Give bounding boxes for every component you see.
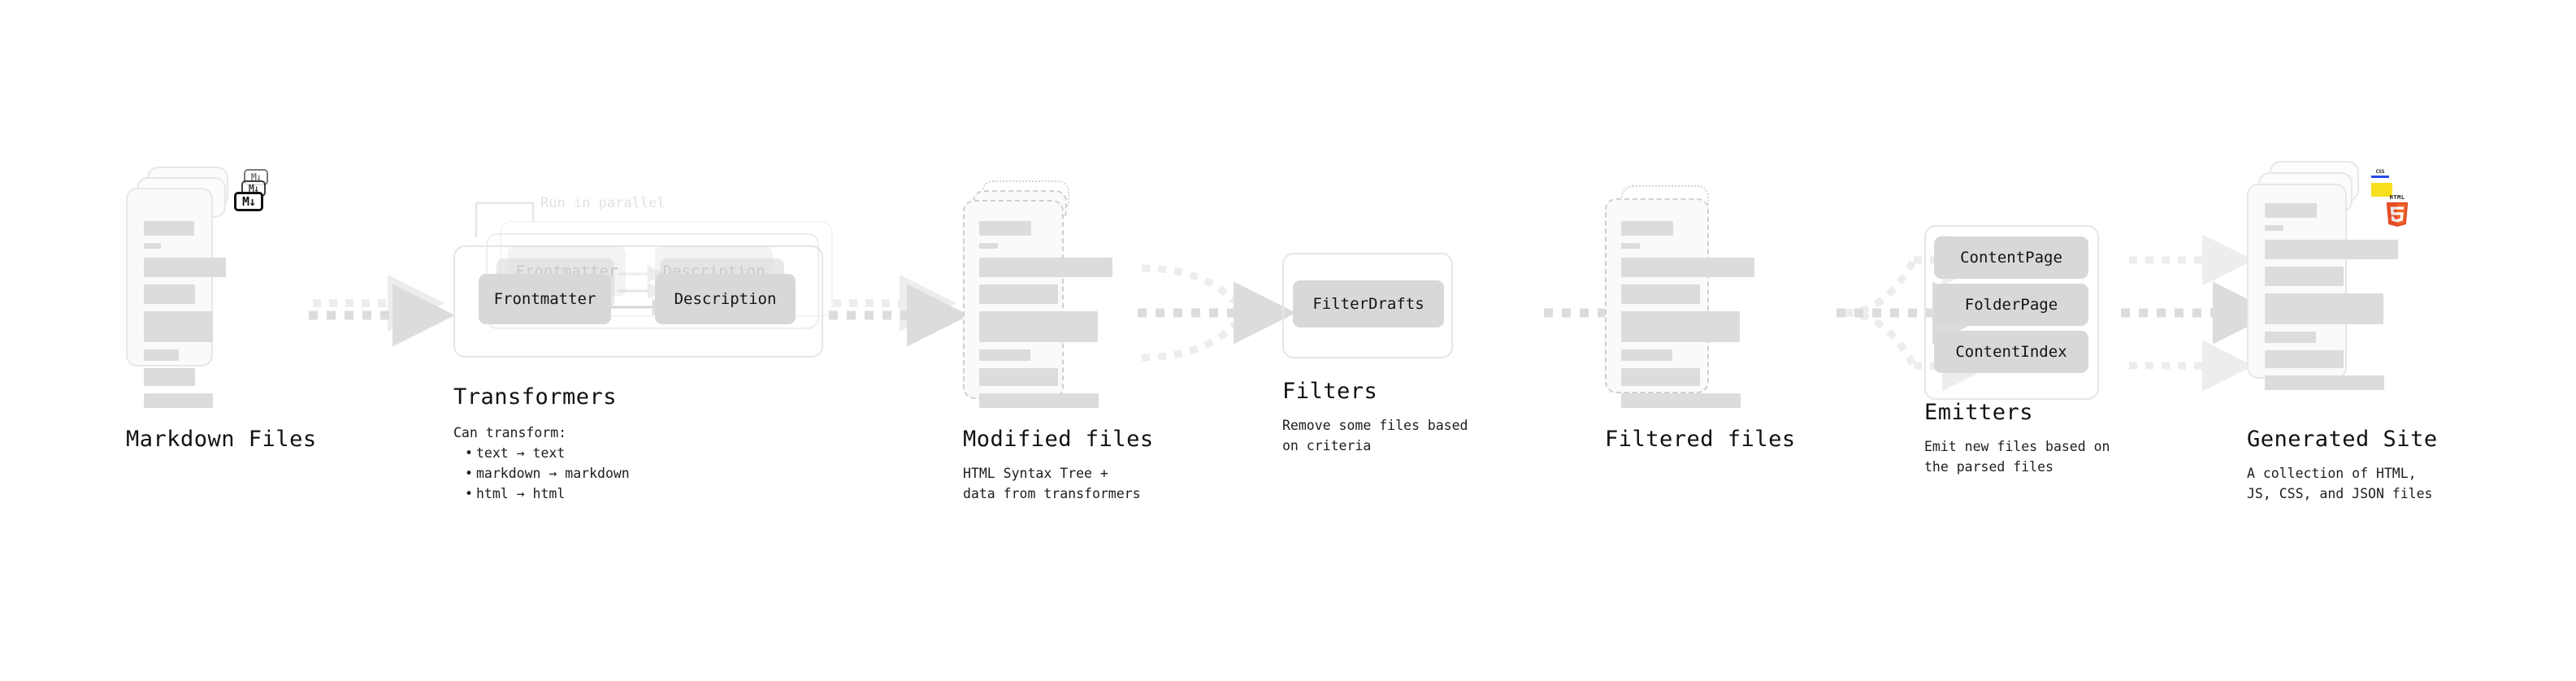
css-badge-label: CSS: [2375, 169, 2385, 175]
modified-files-description: HTML Syntax Tree + data from transformer…: [963, 466, 1141, 501]
caption-filters: Filters: [1282, 379, 1378, 404]
skeleton-bar: [979, 258, 1112, 277]
markdown-badge-front: M↓: [234, 192, 263, 211]
caption-emitters: Emitters: [1924, 400, 2034, 425]
chip-frontmatter-front[interactable]: Frontmatter: [479, 274, 611, 324]
skeleton-bar: [2265, 293, 2383, 324]
chip-folderpage[interactable]: FolderPage: [1934, 284, 2088, 326]
html5-shield-icon: [2386, 202, 2409, 227]
filtered-skeleton: [1621, 221, 1754, 415]
skeleton-bar: [144, 349, 179, 361]
skeleton-bar: [144, 258, 226, 277]
filters-group-box: [1282, 253, 1453, 358]
skeleton-bar: [1621, 349, 1672, 361]
arrow-emitters-to-site: [2121, 234, 2275, 392]
markdown-skeleton: [144, 221, 233, 415]
skeleton-bar: [2265, 350, 2344, 368]
skeleton-bar: [144, 221, 194, 236]
arrow-modified-to-filters: [1138, 264, 1296, 362]
modified-skeleton: [979, 221, 1112, 415]
transformer-group-front: [453, 245, 823, 358]
css-badge-rule: [2371, 176, 2389, 178]
caption-generated-site: Generated Site: [2247, 427, 2438, 452]
caption-markdown-files: Markdown Files: [126, 427, 317, 452]
skeleton-bar: [144, 284, 195, 304]
transformers-bullet: text → text: [463, 443, 630, 463]
skeleton-bar: [979, 368, 1058, 386]
arrow-markdown-to-transformers: [309, 275, 455, 347]
generated-site-description: A collection of HTML, JS, CSS, and JSON …: [2247, 466, 2433, 501]
skeleton-bar: [979, 284, 1058, 304]
generated-site-skeleton: [2265, 203, 2398, 397]
html5-badge: HTML: [2383, 194, 2411, 228]
css-badge: CSS: [2371, 168, 2389, 178]
skeleton-bar: [1621, 243, 1640, 249]
skeleton-bar: [2265, 375, 2384, 390]
transformers-description: Can transform:: [453, 425, 567, 440]
filters-description: Remove some files based on criteria: [1282, 418, 1468, 453]
skeleton-bar: [1621, 284, 1700, 304]
emitters-group-box: [1924, 225, 2099, 400]
skeleton-bar: [1621, 258, 1754, 277]
skeleton-bar: [2265, 267, 2344, 286]
skeleton-bar: [1621, 311, 1740, 342]
transformers-bullet: markdown → markdown: [463, 463, 630, 484]
caption-filtered-files: Filtered files: [1605, 427, 1796, 452]
emitters-description: Emit new files based on the parsed files: [1924, 439, 2110, 475]
skeleton-bar: [144, 368, 195, 386]
transformers-bullet-list: text → text markdown → markdown html → h…: [463, 443, 630, 504]
chip-filterdrafts[interactable]: FilterDrafts: [1293, 280, 1444, 327]
skeleton-bar: [979, 349, 1030, 361]
transformers-bullet: html → html: [463, 484, 630, 504]
skeleton-bar: [1621, 221, 1673, 236]
skeleton-bar: [2265, 225, 2283, 231]
skeleton-bar: [2265, 240, 2398, 259]
skeleton-bar: [979, 311, 1098, 342]
skeleton-bar: [1621, 368, 1700, 386]
skeleton-bar: [1621, 393, 1741, 408]
skeleton-bar: [144, 311, 213, 342]
arrow-transformers-to-modified: [829, 275, 969, 347]
caption-modified-files: Modified files: [963, 427, 1154, 452]
chip-description-front[interactable]: Description: [655, 274, 796, 324]
skeleton-bar: [979, 221, 1031, 236]
skeleton-bar: [2265, 203, 2317, 218]
run-in-parallel-label: Run in parallel: [540, 195, 666, 211]
js-badge: [2371, 183, 2392, 197]
chip-contentpage[interactable]: ContentPage: [1934, 236, 2088, 279]
chip-contentindex[interactable]: ContentIndex: [1934, 331, 2088, 373]
html5-badge-label: HTML: [2389, 194, 2405, 201]
skeleton-bar: [2265, 332, 2316, 343]
skeleton-bar: [979, 393, 1099, 408]
skeleton-bar: [144, 393, 213, 408]
caption-transformers: Transformers: [453, 384, 618, 410]
skeleton-bar: [144, 243, 161, 249]
skeleton-bar: [979, 243, 998, 249]
